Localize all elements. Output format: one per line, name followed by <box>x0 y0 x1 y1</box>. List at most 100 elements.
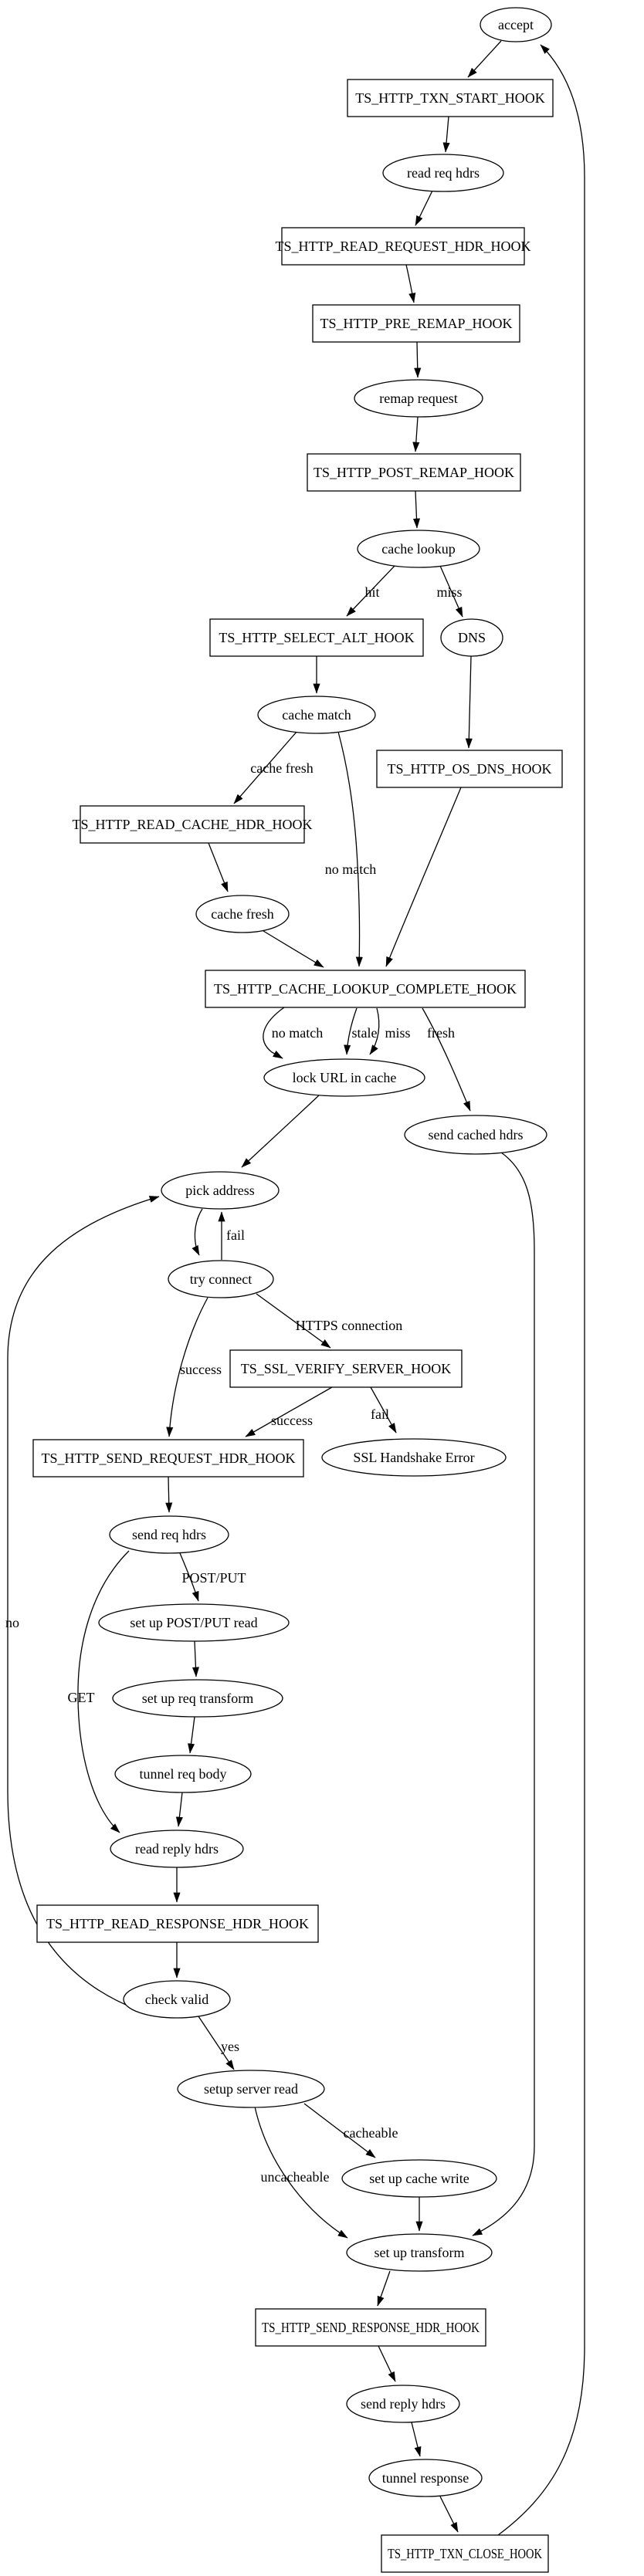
edge-setup_server_read-to-setup_cache_write <box>303 2103 376 2158</box>
node-label-send_response_hdr: TS_HTTP_SEND_RESPONSE_HDR_HOOK <box>262 2320 480 2335</box>
select_alt-box <box>209 618 424 657</box>
node-label-try_connect: try connect <box>190 1271 252 1287</box>
edge-send_cached_hdrs-to-setup_transform <box>472 1152 535 2236</box>
node-lock_url: lock URL in cache <box>263 1058 425 1097</box>
node-txn_close: TS_HTTP_TXN_CLOSE_HOOK <box>381 2534 549 2573</box>
edge-pre_remap-to-remap_request <box>414 341 422 378</box>
node-pick_address: pick address <box>161 1171 280 1210</box>
node-check_valid: check valid <box>123 1980 231 2019</box>
node-label-ssl_handshake_error: SSL Handshake Error <box>353 1450 474 1465</box>
node-post_remap: TS_HTTP_POST_REMAP_HOOK <box>307 453 521 492</box>
node-label-read_cache_hdr: TS_HTTP_READ_CACHE_HDR_HOOK <box>72 817 312 832</box>
edge-cache_lookup_complete-to-lock_url <box>263 1007 285 1059</box>
node-label-setup_transform: set up transform <box>375 2245 465 2260</box>
lock_url-ellipse <box>263 1058 425 1097</box>
node-ssl_verify_server: TS_SSL_VERIFY_SERVER_HOOK <box>229 1349 463 1388</box>
edge-label-e18: stale <box>352 1025 378 1041</box>
try_connect-ellipse <box>168 1260 274 1298</box>
node-label-accept: accept <box>498 17 534 32</box>
node-label-ssl_verify_server: TS_SSL_VERIFY_SERVER_HOOK <box>241 1361 452 1376</box>
edge-label-e8: hit <box>364 584 379 600</box>
node-label-setup_server_read: setup server read <box>204 2081 298 2097</box>
node-setup_cache_write: set up cache write <box>341 2159 497 2198</box>
check_valid-ellipse <box>123 1980 231 2019</box>
edge-label-e39: uncacheable <box>261 2169 330 2185</box>
edge-try_connect-to-ssl_verify_server <box>256 1293 331 1349</box>
edge-setup_post_put_read-to-setup_req_transform <box>192 1640 200 1677</box>
read_request_hdr-box <box>281 227 525 266</box>
edge-tunnel_req_body-to-read_reply_hdrs <box>175 1792 183 1827</box>
node-setup_req_transform: set up req transform <box>112 1679 283 1718</box>
setup_server_read-ellipse <box>177 2070 325 2108</box>
edge-read_req_hdrs-to-read_request_hdr <box>415 190 433 226</box>
edge-label-e17: no match <box>272 1025 323 1041</box>
edge-label-e13: no match <box>325 861 376 877</box>
send_req_hdrs-ellipse <box>109 1515 229 1554</box>
node-send_req_hdrs: send req hdrs <box>109 1515 229 1554</box>
node-label-lock_url: lock URL in cache <box>293 1070 397 1085</box>
txn_start-box <box>347 79 554 117</box>
read_cache_hdr-box <box>80 805 305 844</box>
node-send_response_hdr: TS_HTTP_SEND_RESPONSE_HDR_HOOK <box>255 2308 486 2347</box>
node-setup_post_put_read: set up POST/PUT read <box>98 1603 290 1642</box>
node-label-check_valid: check valid <box>145 1992 208 2007</box>
node-label-cache_match: cache match <box>282 707 351 723</box>
node-label-pre_remap: TS_HTTP_PRE_REMAP_HOOK <box>320 316 512 331</box>
dns-ellipse <box>440 618 503 657</box>
edge-remap_request-to-post_remap <box>412 416 420 452</box>
edge-cache_match-to-cache_lookup_complete <box>337 731 363 967</box>
edge-txn_close-to-accept <box>497 44 585 2536</box>
edge-lock_url-to-pick_address <box>241 1095 320 1168</box>
txn_close-box <box>381 2534 549 2573</box>
edge-send_response_hdr-to-send_reply_hdrs <box>378 2345 396 2382</box>
node-label-pick_address: pick address <box>185 1183 254 1198</box>
node-label-txn_start: TS_HTTP_TXN_START_HOOK <box>355 90 544 106</box>
edge-pick_address-to-try_connect <box>192 1208 203 1256</box>
node-os_dns: TS_HTTP_OS_DNS_HOOK <box>376 750 563 788</box>
node-remap_request: remap request <box>354 379 483 418</box>
node-cache_fresh: cache fresh <box>195 895 290 933</box>
node-read_cache_hdr: TS_HTTP_READ_CACHE_HDR_HOOK <box>72 805 313 844</box>
edge-label-e9: miss <box>436 584 462 600</box>
node-tunnel_req_body: tunnel req body <box>114 1755 252 1793</box>
node-read_req_hdrs: read req hdrs <box>382 154 504 192</box>
node-accept: accept <box>480 7 552 42</box>
node-pre_remap: TS_HTTP_PRE_REMAP_HOOK <box>312 304 520 343</box>
node-label-txn_close: TS_HTTP_TXN_CLOSE_HOOK <box>388 2546 542 2561</box>
edge-label-e24: success <box>180 1362 222 1377</box>
send_response_hdr-box <box>255 2308 486 2347</box>
edge-label-e27: fail <box>371 1406 389 1422</box>
node-label-select_alt: TS_HTTP_SELECT_ALT_HOOK <box>219 630 414 645</box>
setup_transform-ellipse <box>346 2233 493 2272</box>
edge-cache_lookup_complete-to-lock_url <box>369 1007 380 1055</box>
edge-label-e36: yes <box>221 2039 239 2054</box>
edge-label-e19: miss <box>385 1025 410 1041</box>
node-send_reply_hdrs: send reply hdrs <box>346 2385 460 2423</box>
node-txn_start: TS_HTTP_TXN_START_HOOK <box>347 79 554 117</box>
read_reply_hdrs-ellipse <box>110 1830 244 1868</box>
edge-ssl_verify_server-to-ssl_handshake_error <box>370 1386 397 1434</box>
edge-label-e38: cacheable <box>344 2125 398 2141</box>
node-setup_server_read: setup server read <box>177 2070 325 2108</box>
node-label-os_dns: TS_HTTP_OS_DNS_HOOK <box>387 761 551 777</box>
edge-label-e29: POST/PUT <box>181 1570 246 1586</box>
edge-label-e37: no <box>5 1615 19 1630</box>
edge-tunnel_response-to-txn_close <box>439 2496 459 2533</box>
node-send_request_hdr: TS_HTTP_SEND_REQUEST_HDR_HOOK <box>32 1439 304 1478</box>
node-send_cached_hdrs: send cached hdrs <box>404 1115 547 1155</box>
tunnel_req_body-ellipse <box>114 1755 252 1793</box>
edge-cache_lookup-to-select_alt <box>346 564 396 617</box>
node-cache_lookup: cache lookup <box>357 530 480 568</box>
edge-os_dns-to-cache_lookup_complete <box>385 787 462 967</box>
node-label-tunnel_req_body: tunnel req body <box>140 1766 227 1782</box>
node-label-setup_req_transform: set up req transform <box>142 1691 253 1706</box>
read_response_hdr-box <box>36 1904 319 1943</box>
post_remap-box <box>307 453 521 492</box>
node-ssl_handshake_error: SSL Handshake Error <box>321 1438 507 1477</box>
node-read_reply_hdrs: read reply hdrs <box>110 1830 244 1868</box>
setup_post_put_read-ellipse <box>98 1603 290 1642</box>
node-label-tunnel_response: tunnel response <box>382 2470 469 2486</box>
send_request_hdr-box <box>32 1439 304 1478</box>
edge-cache_match-to-read_cache_hdr <box>233 730 298 804</box>
